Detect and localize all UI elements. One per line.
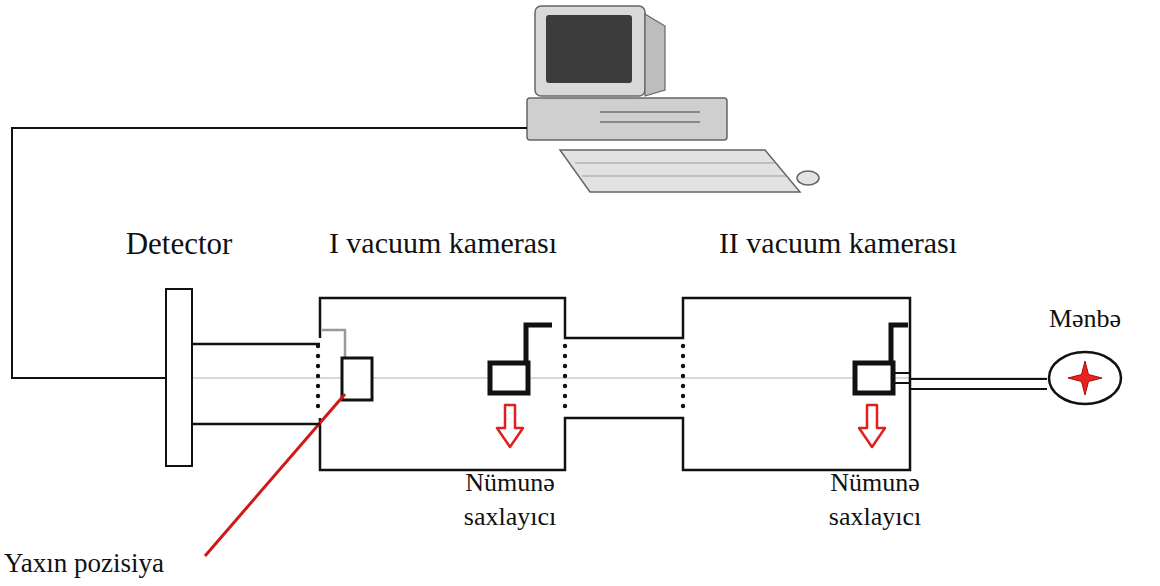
node-title: I vacuum kamerası xyxy=(329,226,557,261)
sample-holder xyxy=(490,363,528,393)
monitor-frame xyxy=(535,6,645,96)
holder-arm xyxy=(526,325,552,365)
connecting-tube xyxy=(910,379,1047,389)
vacuum-chamber: II vacuum kamerası xyxy=(683,226,960,470)
holder-arm xyxy=(322,330,345,358)
connecting-tube xyxy=(193,344,320,424)
monitor-screen xyxy=(546,15,632,83)
computer-icon xyxy=(527,6,819,192)
key-row xyxy=(575,163,775,164)
key-row xyxy=(582,176,786,177)
move-arrow xyxy=(497,405,523,447)
chamber-body xyxy=(320,298,565,470)
holder-arm xyxy=(891,325,908,365)
radiation-source: Mənbə xyxy=(1046,304,1124,406)
detector-body xyxy=(165,288,193,467)
detector-plate: Detector xyxy=(123,226,236,467)
window-grid xyxy=(316,344,685,408)
source-body xyxy=(1047,350,1123,406)
drive-slot xyxy=(600,121,700,123)
source-tube xyxy=(893,372,910,374)
move-arrow xyxy=(859,405,885,447)
chamber-wall xyxy=(320,298,910,470)
sample-holder xyxy=(855,363,893,393)
keyboard xyxy=(560,150,800,192)
monitor-side xyxy=(645,14,665,96)
computer-case xyxy=(527,98,727,140)
holder-label: Nümunə saxlayıcı xyxy=(800,466,950,534)
node-title: II vacuum kamerası xyxy=(719,226,957,261)
mouse xyxy=(797,171,819,185)
drive-slot xyxy=(600,111,700,113)
source-ellipse xyxy=(1049,352,1121,404)
vacuum-chamber: I vacuum kamerası xyxy=(320,226,565,470)
position-label: Yaxın pozisiya xyxy=(4,546,164,581)
holder-label: Nümunə saxlayıcı xyxy=(435,466,585,534)
leader-line xyxy=(205,394,345,556)
chamber-body xyxy=(683,298,910,470)
source-outline xyxy=(1047,350,1123,406)
node-title: Detector xyxy=(126,226,233,262)
source-tube xyxy=(893,382,910,384)
source-star xyxy=(1068,361,1102,395)
sample-holder xyxy=(342,358,372,400)
node-title: Mənbə xyxy=(1049,304,1121,334)
